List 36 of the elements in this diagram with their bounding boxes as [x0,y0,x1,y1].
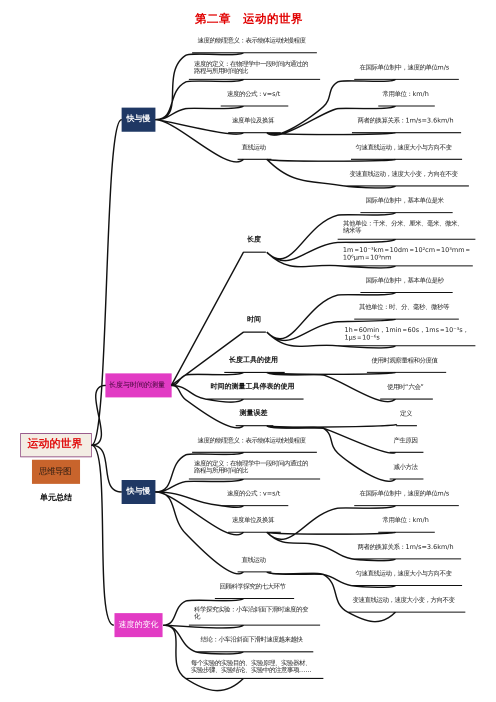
connector [163,624,244,692]
connector [155,52,244,120]
connector [266,78,396,136]
connector [266,105,396,136]
connector [90,119,122,446]
node-box: 运动的世界 [20,433,92,458]
connector [155,118,244,162]
connector [91,384,106,446]
connector [266,532,396,535]
connector [266,158,396,189]
connector [170,332,244,386]
connector [266,372,396,376]
connector [91,444,122,493]
connector [155,78,244,120]
connector [266,158,396,162]
connector [171,384,244,429]
connector [266,425,396,482]
connector [266,504,396,540]
connector [266,571,396,622]
connector [266,132,396,136]
connector [155,478,244,493]
connector [266,571,396,588]
connector [155,452,244,493]
connector [170,252,244,386]
connector [266,372,396,402]
node-box: 思维导图 [32,460,80,484]
connector [266,424,397,428]
connector [90,444,114,626]
connector [163,598,244,626]
connector [266,532,396,562]
connector [171,372,244,386]
connector [266,332,396,349]
connector [155,491,244,574]
diagram-title: 第二章 运动的世界 [195,11,304,26]
connector [171,384,244,403]
connector [266,252,396,269]
